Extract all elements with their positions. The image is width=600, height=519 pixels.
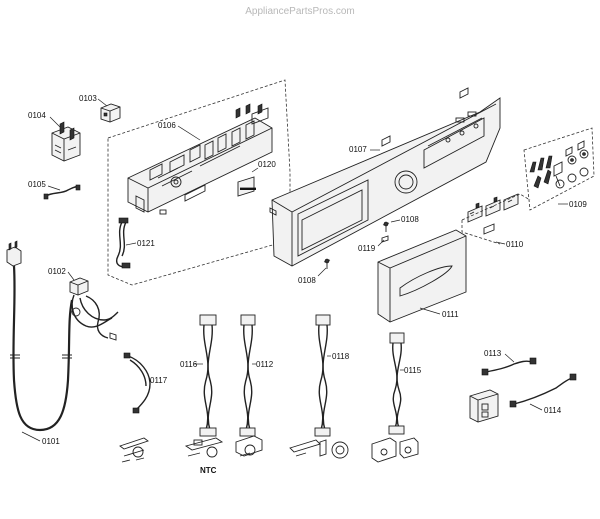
label-0106: 0106 [158,121,176,130]
part-0120-plate[interactable]: ▬▬ [237,176,256,197]
part-0121-wire-harness[interactable] [116,217,131,269]
part-0111-drawer-handle[interactable] [377,229,467,323]
part-0107-control-panel[interactable] [269,87,501,267]
part-0119-clip[interactable] [381,235,389,243]
label-0115: 0115 [404,366,422,375]
label-0102: 0102 [48,267,66,276]
part-0103-block[interactable] [100,103,121,123]
label-0108-bottom: 0108 [298,276,316,285]
label-0112: 0112 [256,360,274,369]
label-0111: 0111 [442,310,459,319]
part-0110-switches[interactable] [467,193,519,235]
watermark: AppliancePartsPros.com [245,6,355,17]
part-0115-valve[interactable] [371,437,419,463]
label-0101: 0101 [42,437,60,446]
part-0104-filter[interactable] [51,121,81,162]
label-0120: 0120 [258,160,276,169]
label-0114: 0114 [544,406,562,415]
part-0114-module[interactable] [469,389,499,423]
dashed-group-0109 [523,127,595,211]
part-ntc-sensor[interactable] [184,437,224,458]
part-0117-wire[interactable] [123,352,151,414]
part-0105-wire[interactable] [43,184,81,200]
part-0118-harness[interactable] [314,314,331,437]
label-ntc: NTC [200,466,217,475]
label-0104: 0104 [28,111,46,120]
label-0105: 0105 [28,180,46,189]
label-0110: 0110 [506,240,524,249]
part-0117-sensor[interactable] [119,437,149,463]
part-0115-harness[interactable] [388,332,405,435]
part-0106-control-board[interactable] [127,103,273,215]
label-0108-top: 0108 [401,215,419,224]
part-0116-ntc-harness[interactable] [199,314,217,437]
label-0116: 0116 [180,360,198,369]
part-0114-cable[interactable] [509,373,577,408]
label-0117: 0117 [150,376,168,385]
svg-text:▬▬: ▬▬ [240,183,256,192]
label-0107: 0107 [349,145,367,154]
part-0118-pump[interactable] [289,439,349,459]
label-0103: 0103 [79,94,97,103]
label-0113: 0113 [484,349,502,358]
part-0101-power-cord[interactable] [6,240,74,432]
label-0121: 0121 [137,239,155,248]
label-0109: 0109 [569,200,587,209]
label-0119: 0119 [358,244,376,253]
part-0109-buttons[interactable] [529,140,589,189]
part-0108-screw-top[interactable] [382,221,390,232]
part-0108-screw-bottom[interactable] [323,258,331,269]
part-0112-motor[interactable] [235,435,263,457]
part-0112-harness[interactable] [239,314,256,437]
part-0102-filter-wires[interactable] [69,277,119,341]
label-0118: 0118 [332,352,350,361]
part-0113-cable[interactable] [481,357,537,376]
